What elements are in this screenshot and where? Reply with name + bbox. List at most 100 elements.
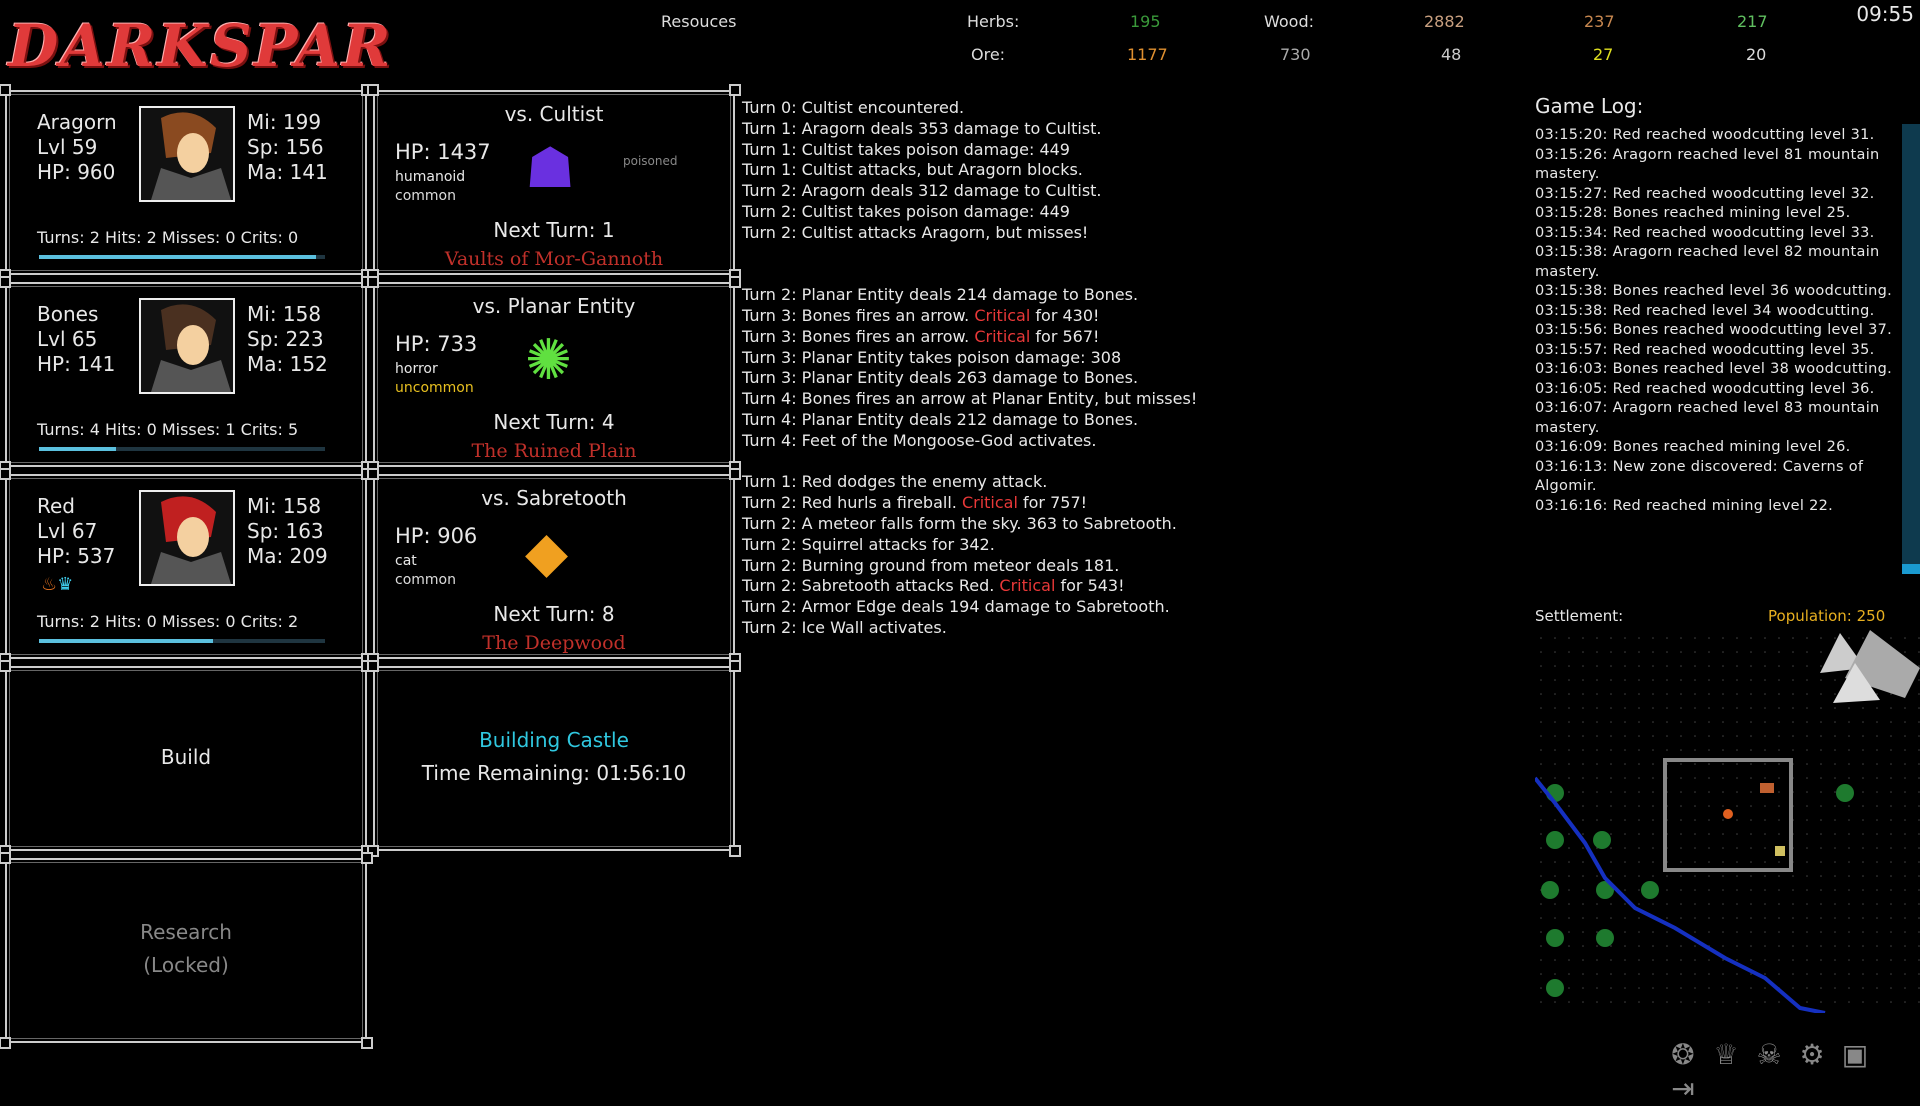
game-logo: DARKSPAR [8,12,393,80]
battle-log-line: Turn 3: Bones fires an arrow. Critical f… [742,306,1197,327]
game-log-entry: 03:15:26: Aragorn reached level 81 mount… [1535,146,1880,183]
campfire-icon [1723,809,1733,819]
game-log-entry: 03:15:28: Bones reached mining level 25. [1535,205,1851,221]
critical-label: Critical [974,305,1031,325]
log-text: Turn 3: Planar Entity takes poison damag… [742,347,1122,367]
log-text: Turn 3: Planar Entity deals 263 damage t… [742,368,1139,388]
battle-log-line: Turn 2: Cultist takes poison damage: 449 [742,202,1197,223]
scrollbar-thumb[interactable] [1902,564,1920,574]
log-text: Turn 2: Cultist attacks Aragorn, but mis… [742,222,1089,242]
hero-combat-stats: Turns: 4 Hits: 0 Misses: 1 Crits: 5 [37,420,299,439]
enemy-rarity: common [395,572,456,588]
castle-walls [1663,758,1793,872]
resource-value: 237 [1584,12,1615,31]
resource-value: 27 [1593,45,1614,64]
game-log-entry: 03:16:05: Red reached woodcutting level … [1535,380,1875,397]
battle-log-line: Turn 2: Squirrel attacks for 342. [742,535,1197,556]
battle-log-line: Turn 4: Planar Entity deals 212 damage t… [742,410,1197,431]
zone-name: The Ruined Plain [471,440,637,462]
toolbar: ❂ ♕ ☠ ⚙ ▣ ⇥ [1666,1038,1920,1106]
research-label: Research [140,920,232,944]
hero-might: Mi: 199 [247,110,322,134]
resource-value: 730 [1280,45,1311,64]
hero-panel[interactable]: Bones Lvl 65 HP: 141 Mi: 158 Sp: 223 Ma:… [0,276,373,473]
log-text: Turn 0: Cultist encountered. [742,98,965,117]
house-icon [1775,846,1785,856]
hero-magic: Ma: 152 [247,352,328,376]
enemy-title: vs. Cultist [504,102,604,126]
enemy-portrait-icon: ✺ [525,328,572,393]
hero-panel[interactable]: Red Lvl 67 HP: 537 Mi: 158 Sp: 163 Ma: 2… [0,468,373,665]
game-log-entry: 03:15:56: Bones reached woodcutting leve… [1535,322,1893,338]
game-log-entry: 03:16:09: Bones reached mining level 26. [1535,439,1851,455]
log-text: Turn 1: Cultist attacks, but Aragorn blo… [742,160,1083,180]
enemy-panel[interactable]: vs. Sabretooth HP: 906 cat common ◆ Next… [367,468,741,665]
game-log-title: Game Log: [1535,94,1644,118]
log-text: Turn 4: Feet of the Mongoose-God activat… [742,430,1097,450]
battle-log-line: Turn 2: Planar Entity deals 214 damage t… [742,285,1197,306]
battle-log-line: Turn 0: Cultist encountered. [742,98,1197,119]
enemy-type: horror [395,361,438,377]
game-log-entry: 03:15:27: Red reached woodcutting level … [1535,185,1875,202]
log-text: Turn 2: Armor Edge deals 194 damage to S… [742,597,1170,617]
enemy-rarity: uncommon [395,380,474,396]
game-log-entry: 03:16:16: Red reached mining level 22. [1535,497,1834,514]
hero-speed: Sp: 156 [247,135,324,159]
battle-log-line: Turn 4: Feet of the Mongoose-God activat… [742,431,1197,452]
log-text: Turn 3: Bones fires an arrow. [742,305,975,325]
enemy-type: humanoid [395,169,466,185]
zone-name: The Deepwood [482,632,626,654]
battle-log-line: Turn 3: Planar Entity takes poison damag… [742,348,1197,369]
hero-magic: Ma: 209 [247,544,328,568]
hero-might: Mi: 158 [247,302,322,326]
build-button[interactable]: Build [0,660,373,857]
building-status-panel: Building Castle Time Remaining: 01:56:10 [367,660,741,857]
enemy-portrait-icon: ☗ [525,136,576,201]
enemy-panel[interactable]: vs. Cultist HP: 1437 humanoid common ☗ p… [367,84,741,281]
resource-value: 217 [1737,12,1768,31]
enemy-next-turn: Next Turn: 4 [493,410,615,434]
battle-log-line: Turn 3: Planar Entity deals 263 damage t… [742,368,1197,389]
settlement-label: Settlement: [1535,607,1624,625]
ore-value: 1177 [1127,45,1168,64]
research-button[interactable]: Research (Locked) [0,852,373,1049]
log-text: Turn 2: Red hurls a fireball. [742,493,962,513]
tree-icon [1593,831,1611,849]
hero-name: Bones [37,302,99,326]
game-log-entry: 03:15:34: Red reached woodcutting level … [1535,224,1875,241]
hero-name: Red [37,494,75,518]
log-text: Turn 3: Bones fires an arrow. [742,326,975,346]
building-title: Building Castle [479,728,629,752]
log-text: Turn 2: A meteor falls form the sky. 363… [742,513,1177,533]
save-icon[interactable]: ▣ [1841,1038,1869,1071]
hero-level: Lvl 59 [37,135,98,159]
log-text: Turn 1: Aragorn deals 353 damage to Cult… [742,118,1102,138]
critical-label: Critical [974,326,1031,346]
game-log-scrollbar[interactable] [1902,124,1920,574]
enemy-next-turn: Next Turn: 1 [493,218,615,242]
herbs-label: Herbs: [967,12,1020,31]
herbs-value: 195 [1130,12,1161,31]
battle-log-line: Turn 2: Burning ground from meteor deals… [742,556,1197,577]
battle-log-line [742,264,1197,285]
research-locked: (Locked) [143,953,229,977]
battle-log-line: Turn 1: Cultist takes poison damage: 449 [742,140,1197,161]
log-text: Turn 1: Red dodges the enemy attack. [742,472,1048,492]
battle-log-line: Turn 2: Sabretooth attacks Red. Critical… [742,576,1197,597]
trophy-icon[interactable]: ♕ [1713,1038,1739,1071]
enemy-panel[interactable]: vs. Planar Entity HP: 733 horror uncommo… [367,276,741,473]
enemy-next-turn: Next Turn: 8 [493,602,615,626]
monster-icon[interactable]: ☠ [1756,1038,1782,1071]
exit-icon[interactable]: ⇥ [1671,1072,1695,1105]
hero-might: Mi: 158 [247,494,322,518]
skills-icon[interactable]: ❂ [1671,1038,1695,1071]
game-log-entry: 03:16:03: Bones reached level 38 woodcut… [1535,361,1893,377]
gear-icon[interactable]: ⚙ [1799,1038,1825,1071]
hero-combat-stats: Turns: 2 Hits: 0 Misses: 0 Crits: 2 [37,612,299,631]
settlement-map[interactable] [1535,628,1920,1013]
wood-value: 2882 [1424,12,1465,31]
hero-panel[interactable]: Aragorn Lvl 59 HP: 960 Mi: 199 Sp: 156 M… [0,84,373,281]
battle-log-line: Turn 3: Bones fires an arrow. Critical f… [742,327,1197,348]
battle-log-line [742,452,1197,473]
battle-log-line: Turn 1: Aragorn deals 353 damage to Cult… [742,119,1197,140]
